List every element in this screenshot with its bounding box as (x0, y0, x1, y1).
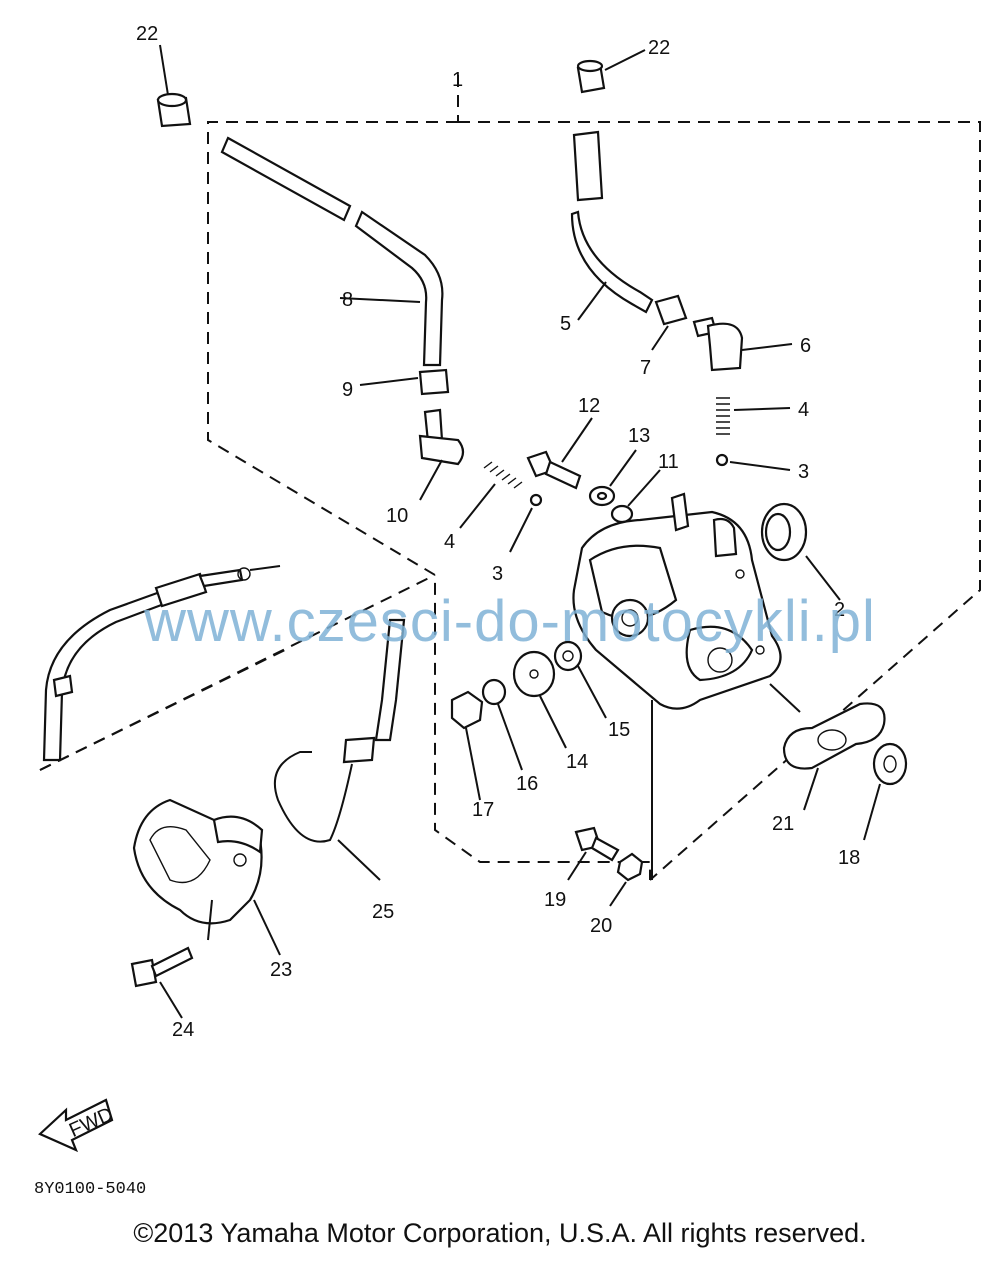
spring-4-left (459, 461, 523, 529)
collar-9 (359, 368, 450, 396)
diagram-code: 8Y0100-5040 (34, 1180, 147, 1199)
callout-6: 6 (800, 335, 811, 357)
callout-22-top: 22 (648, 37, 670, 59)
callout-22-left: 22 (136, 23, 158, 45)
callout-9: 9 (342, 379, 353, 401)
screw-24 (130, 946, 194, 1019)
callout-16: 16 (516, 773, 538, 795)
callout-19: 19 (544, 889, 566, 911)
oil-seal-2 (760, 502, 841, 601)
callout-10: 10 (386, 505, 408, 527)
watermark: www.czesci-do-motocykli.pl (144, 589, 876, 654)
callout-3-right: 3 (798, 461, 809, 483)
callout-12: 12 (578, 395, 600, 417)
pump-cable-25 (273, 618, 406, 881)
ball-3-left (509, 493, 543, 553)
pump-cable-left (42, 565, 281, 762)
nut-17 (450, 690, 484, 801)
pump-cover-23 (132, 798, 281, 956)
plate-14 (512, 650, 567, 749)
callout-11: 11 (658, 451, 679, 473)
fwd-arrow-icon: FWD (38, 1098, 116, 1153)
hose-8 (220, 136, 444, 367)
collar-22-left (156, 44, 192, 128)
callout-4-left: 4 (444, 531, 455, 553)
bolt-19 (567, 826, 620, 881)
callout-25: 25 (372, 901, 394, 923)
callout-13: 13 (628, 425, 650, 447)
washer-16 (481, 678, 523, 771)
callout-24: 24 (172, 1019, 194, 1041)
ball-3-right (715, 453, 791, 471)
washer-20 (609, 852, 644, 907)
washer-11 (610, 469, 661, 524)
copyright-notice: ©2013 Yamaha Motor Corporation, U.S.A. A… (133, 1218, 867, 1248)
callout-7: 7 (640, 357, 651, 379)
collar-7 (651, 294, 688, 351)
elbow-fitting-10 (418, 408, 465, 501)
callout-4-right: 4 (798, 399, 809, 421)
callout-15: 15 (608, 719, 630, 741)
callout-1: 1 (452, 69, 463, 91)
spring-4-right (716, 397, 791, 435)
washer-15 (553, 640, 607, 719)
callout-14: 14 (566, 751, 588, 773)
gasket-21 (769, 683, 886, 811)
callout-18: 18 (838, 847, 860, 869)
callout-5: 5 (560, 313, 571, 335)
collar-22-top (576, 49, 646, 94)
callout-17: 17 (472, 799, 494, 821)
callout-20: 20 (590, 915, 612, 937)
callout-3-left: 3 (492, 563, 503, 585)
callout-2: 2 (834, 599, 845, 621)
bolt-12 (526, 417, 593, 490)
callout-8: 8 (342, 289, 353, 311)
oil-pump-body (572, 492, 782, 880)
hose-5 (570, 130, 654, 321)
callout-23: 23 (270, 959, 292, 981)
callout-21: 21 (772, 813, 794, 835)
cable-boundary-2 (39, 649, 286, 771)
washer-18 (863, 742, 908, 841)
elbow-fitting-6 (692, 316, 793, 372)
washer-13 (588, 449, 637, 507)
